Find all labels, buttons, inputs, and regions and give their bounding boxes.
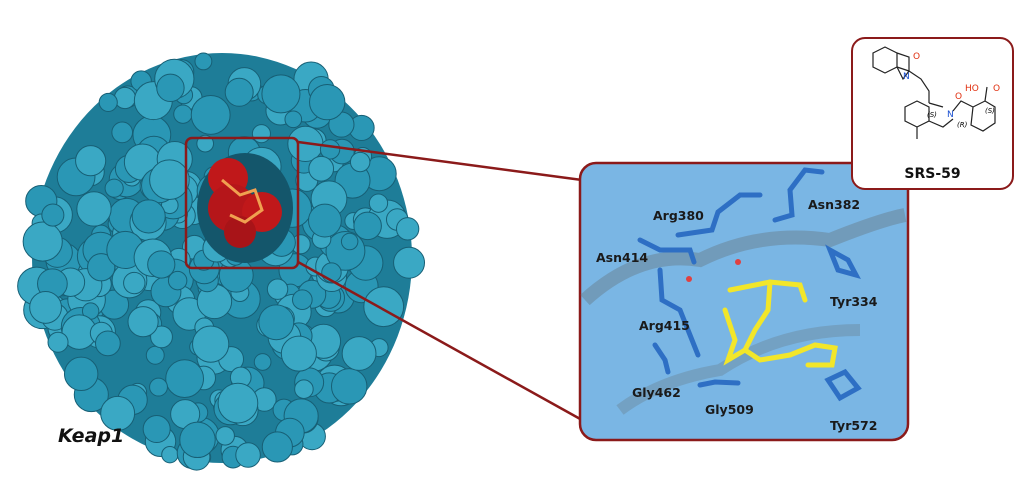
surface-bump [147,250,176,279]
surface-bump [98,92,118,112]
surface-bump [94,330,121,357]
ligand-surface [208,158,282,248]
surface-bump [294,379,314,399]
surface-bump [253,353,272,371]
residue-label: Tyr334 [830,294,878,309]
residue-label: Arg380 [653,208,704,223]
stereo-label: (S) [927,111,937,119]
ligand-structure-drawing: O N N O HO O (S) (R) (S) [872,46,1000,139]
zoom-box [184,136,300,270]
surface-bump [123,271,146,295]
surface-bump [75,145,107,177]
surface-bump [63,356,99,392]
surface-bump [280,335,317,372]
surface-bump [368,193,389,213]
surface-bump [76,191,112,227]
surface-bump [353,211,382,241]
surface-bump [395,217,420,241]
ligand-structure-box: O N N O HO O (S) (R) (S) SRS-59 [851,37,1014,190]
surface-bump [215,426,235,446]
surface-bump [150,325,173,349]
surface-bump [261,431,293,463]
residue-label: Gly509 [705,402,754,417]
surface-bump [111,121,134,144]
atom-label: O [913,52,920,62]
atom-label: O [993,84,1000,94]
surface-bump [100,395,136,431]
surface-bump [235,442,261,468]
surface-bump [165,359,204,399]
surface-bump [251,124,271,144]
surface-bump [331,368,368,405]
stereo-label: (S) [985,107,995,115]
ligand-name: SRS-59 [904,166,961,182]
surface-bump [22,221,63,262]
surface-bump [113,86,137,110]
atom-label: HO [965,84,979,94]
surface-bump [190,94,231,135]
keap1-surface [17,52,426,471]
surface-bump [167,270,188,291]
surface-bump [192,325,230,363]
surface-bump [291,289,313,311]
residue-label: Asn382 [808,197,861,212]
surface-bump [87,253,116,282]
atom-label: O [955,92,962,102]
surface-bump [349,151,371,173]
residue-label: Tyr572 [830,418,878,433]
protein-label: Keap1 [58,425,125,447]
surface-bump [131,199,166,234]
surface-bump [149,377,168,397]
surface-bump [173,104,193,124]
residue-label: Arg415 [639,318,690,333]
residue-label: Gly462 [632,385,681,400]
stereo-label: (R) [957,121,968,129]
surface-bump [29,291,62,324]
residue-label: Asn414 [596,250,649,265]
surface-bump [393,246,426,279]
surface-bump [179,421,216,459]
surface-bump [308,203,342,238]
surface-bump [47,331,69,353]
surface-bump [340,232,359,251]
surface-bump [308,155,335,182]
zoom-line-bottom [297,260,583,422]
surface-bump [284,110,303,129]
surface-bump [127,306,159,338]
surface-bump [224,77,254,107]
atom-label: N [903,72,910,82]
surface-bump [149,159,190,201]
surface-bump [104,178,124,198]
zoom-line-top [297,140,583,182]
surface-bump [142,414,171,444]
surface-bump [258,304,295,341]
pocket-panel [578,161,910,442]
surface-bump [363,286,405,328]
surface-bump [196,134,215,153]
surface-bump [161,446,179,464]
surface-bump [41,203,65,227]
surface-bump [266,278,289,300]
surface-bump [156,73,185,103]
surface-bump [309,83,346,121]
surface-bump [145,345,165,365]
surface-bump [261,74,301,114]
surface-bump [217,382,259,424]
surface-bump [341,336,377,371]
atom-label: N [947,110,954,120]
surface-bump [194,52,213,71]
